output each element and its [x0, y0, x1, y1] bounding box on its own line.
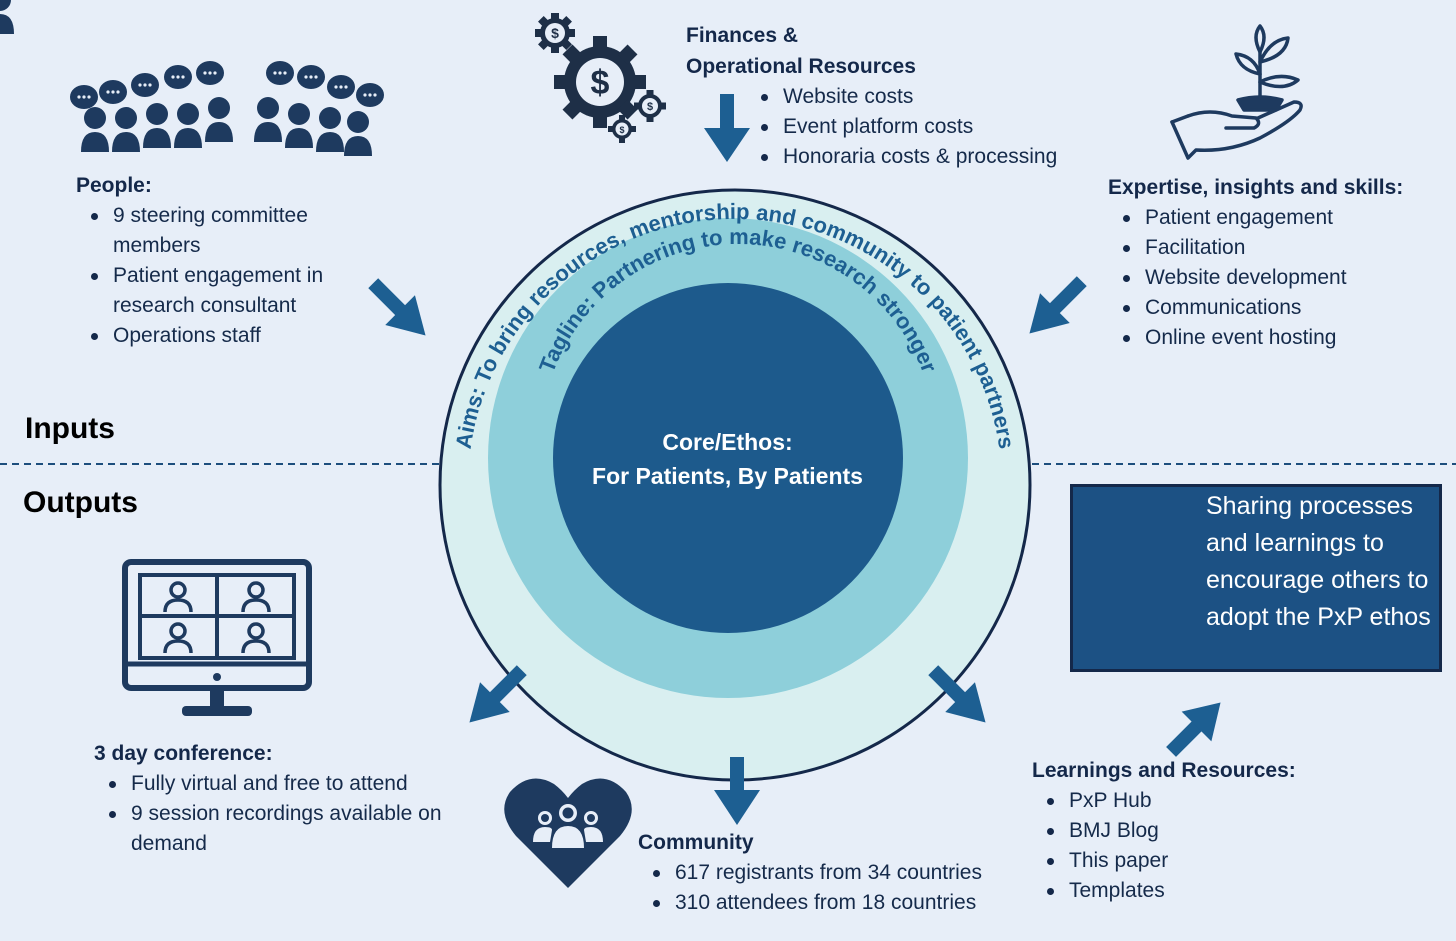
core-ethos-line2: For Patients, By Patients: [592, 463, 863, 489]
list-item: Operations staff: [76, 321, 376, 351]
finances-section: Finances & Operational Resources: [686, 20, 1086, 82]
list-item: Fully virtual and free to attend: [94, 769, 474, 799]
list-item: Communications: [1108, 293, 1453, 323]
people-heading: People:: [76, 174, 152, 197]
outputs-label: Outputs: [23, 486, 138, 519]
sharing-text: Sharing processes and learnings to encou…: [1206, 492, 1431, 631]
learnings-section: Learnings and Resources: PxP Hub BMJ Blo…: [1032, 759, 1352, 906]
sharing-box: [1070, 484, 1442, 672]
arrow-community: [714, 757, 760, 825]
people-list: 9 steering committee members Patient eng…: [76, 201, 376, 351]
list-item: Website development: [1108, 263, 1453, 293]
core-ethos-line1: Core/Ethos:: [662, 429, 793, 455]
list-item: 9 steering committee members: [76, 201, 376, 261]
core-ethos: Core/Ethos: For Patients, By Patients: [555, 425, 900, 493]
list-item: Honoraria costs & processing: [746, 142, 1106, 172]
community-heading: Community: [638, 831, 754, 854]
expertise-list: Patient engagement Facilitation Website …: [1108, 203, 1453, 353]
list-item: Patient engagement: [1108, 203, 1453, 233]
arrow-finances: [704, 94, 750, 162]
list-item: 617 registrants from 34 countries: [638, 858, 1018, 888]
people-group-icon: [0, 0, 384, 156]
arrow-people: [368, 278, 426, 336]
conference-heading: 3 day conference:: [94, 742, 273, 765]
core-circle: [553, 283, 903, 633]
svg-text:$: $: [619, 125, 624, 135]
list-item: Website costs: [746, 82, 1106, 112]
hand-plant-icon: [1170, 24, 1303, 160]
list-item: This paper: [1032, 846, 1352, 876]
finances-heading-line1: Finances &: [686, 24, 799, 47]
people-section: People: 9 steering committee members Pat…: [76, 174, 376, 351]
list-item: PxP Hub: [1032, 786, 1352, 816]
arrow-sharing: [1166, 702, 1221, 757]
svg-text:$: $: [551, 25, 559, 41]
arrow-conference: [469, 665, 527, 723]
inputs-label: Inputs: [25, 412, 115, 445]
community-section: Community 617 registrants from 34 countr…: [638, 831, 1018, 918]
heart-community-icon: [504, 778, 632, 888]
list-item: 9 session recordings available on demand: [94, 799, 474, 859]
list-item: Templates: [1032, 876, 1352, 906]
community-list: 617 registrants from 34 countries 310 at…: [638, 858, 1018, 918]
list-item: Facilitation: [1108, 233, 1453, 263]
arrow-learnings: [928, 665, 986, 723]
arrow-expertise: [1029, 276, 1087, 334]
list-item: 310 attendees from 18 countries: [638, 888, 1018, 918]
list-item: Event platform costs: [746, 112, 1106, 142]
list-item: BMJ Blog: [1032, 816, 1352, 846]
finances-heading-line2: Operational Resources: [686, 55, 916, 78]
learnings-list: PxP Hub BMJ Blog This paper Templates: [1032, 786, 1352, 906]
arrows: [368, 94, 1221, 825]
expertise-section: Expertise, insights and skills: Patient …: [1108, 176, 1453, 353]
learnings-heading: Learnings and Resources:: [1032, 759, 1296, 782]
conference-list: Fully virtual and free to attend 9 sessi…: [94, 769, 474, 859]
svg-text:$: $: [591, 64, 610, 102]
monitor-video-call-icon: [122, 559, 312, 716]
expertise-heading: Expertise, insights and skills:: [1108, 176, 1404, 199]
gears-dollar-icon: $ $ $ $: [535, 13, 666, 143]
list-item: Online event hosting: [1108, 323, 1453, 353]
list-item: Patient engagement in research consultan…: [76, 261, 376, 321]
svg-text:$: $: [647, 101, 653, 113]
finances-list: Website costs Event platform costs Honor…: [746, 82, 1106, 172]
conference-section: 3 day conference: Fully virtual and free…: [94, 742, 474, 859]
